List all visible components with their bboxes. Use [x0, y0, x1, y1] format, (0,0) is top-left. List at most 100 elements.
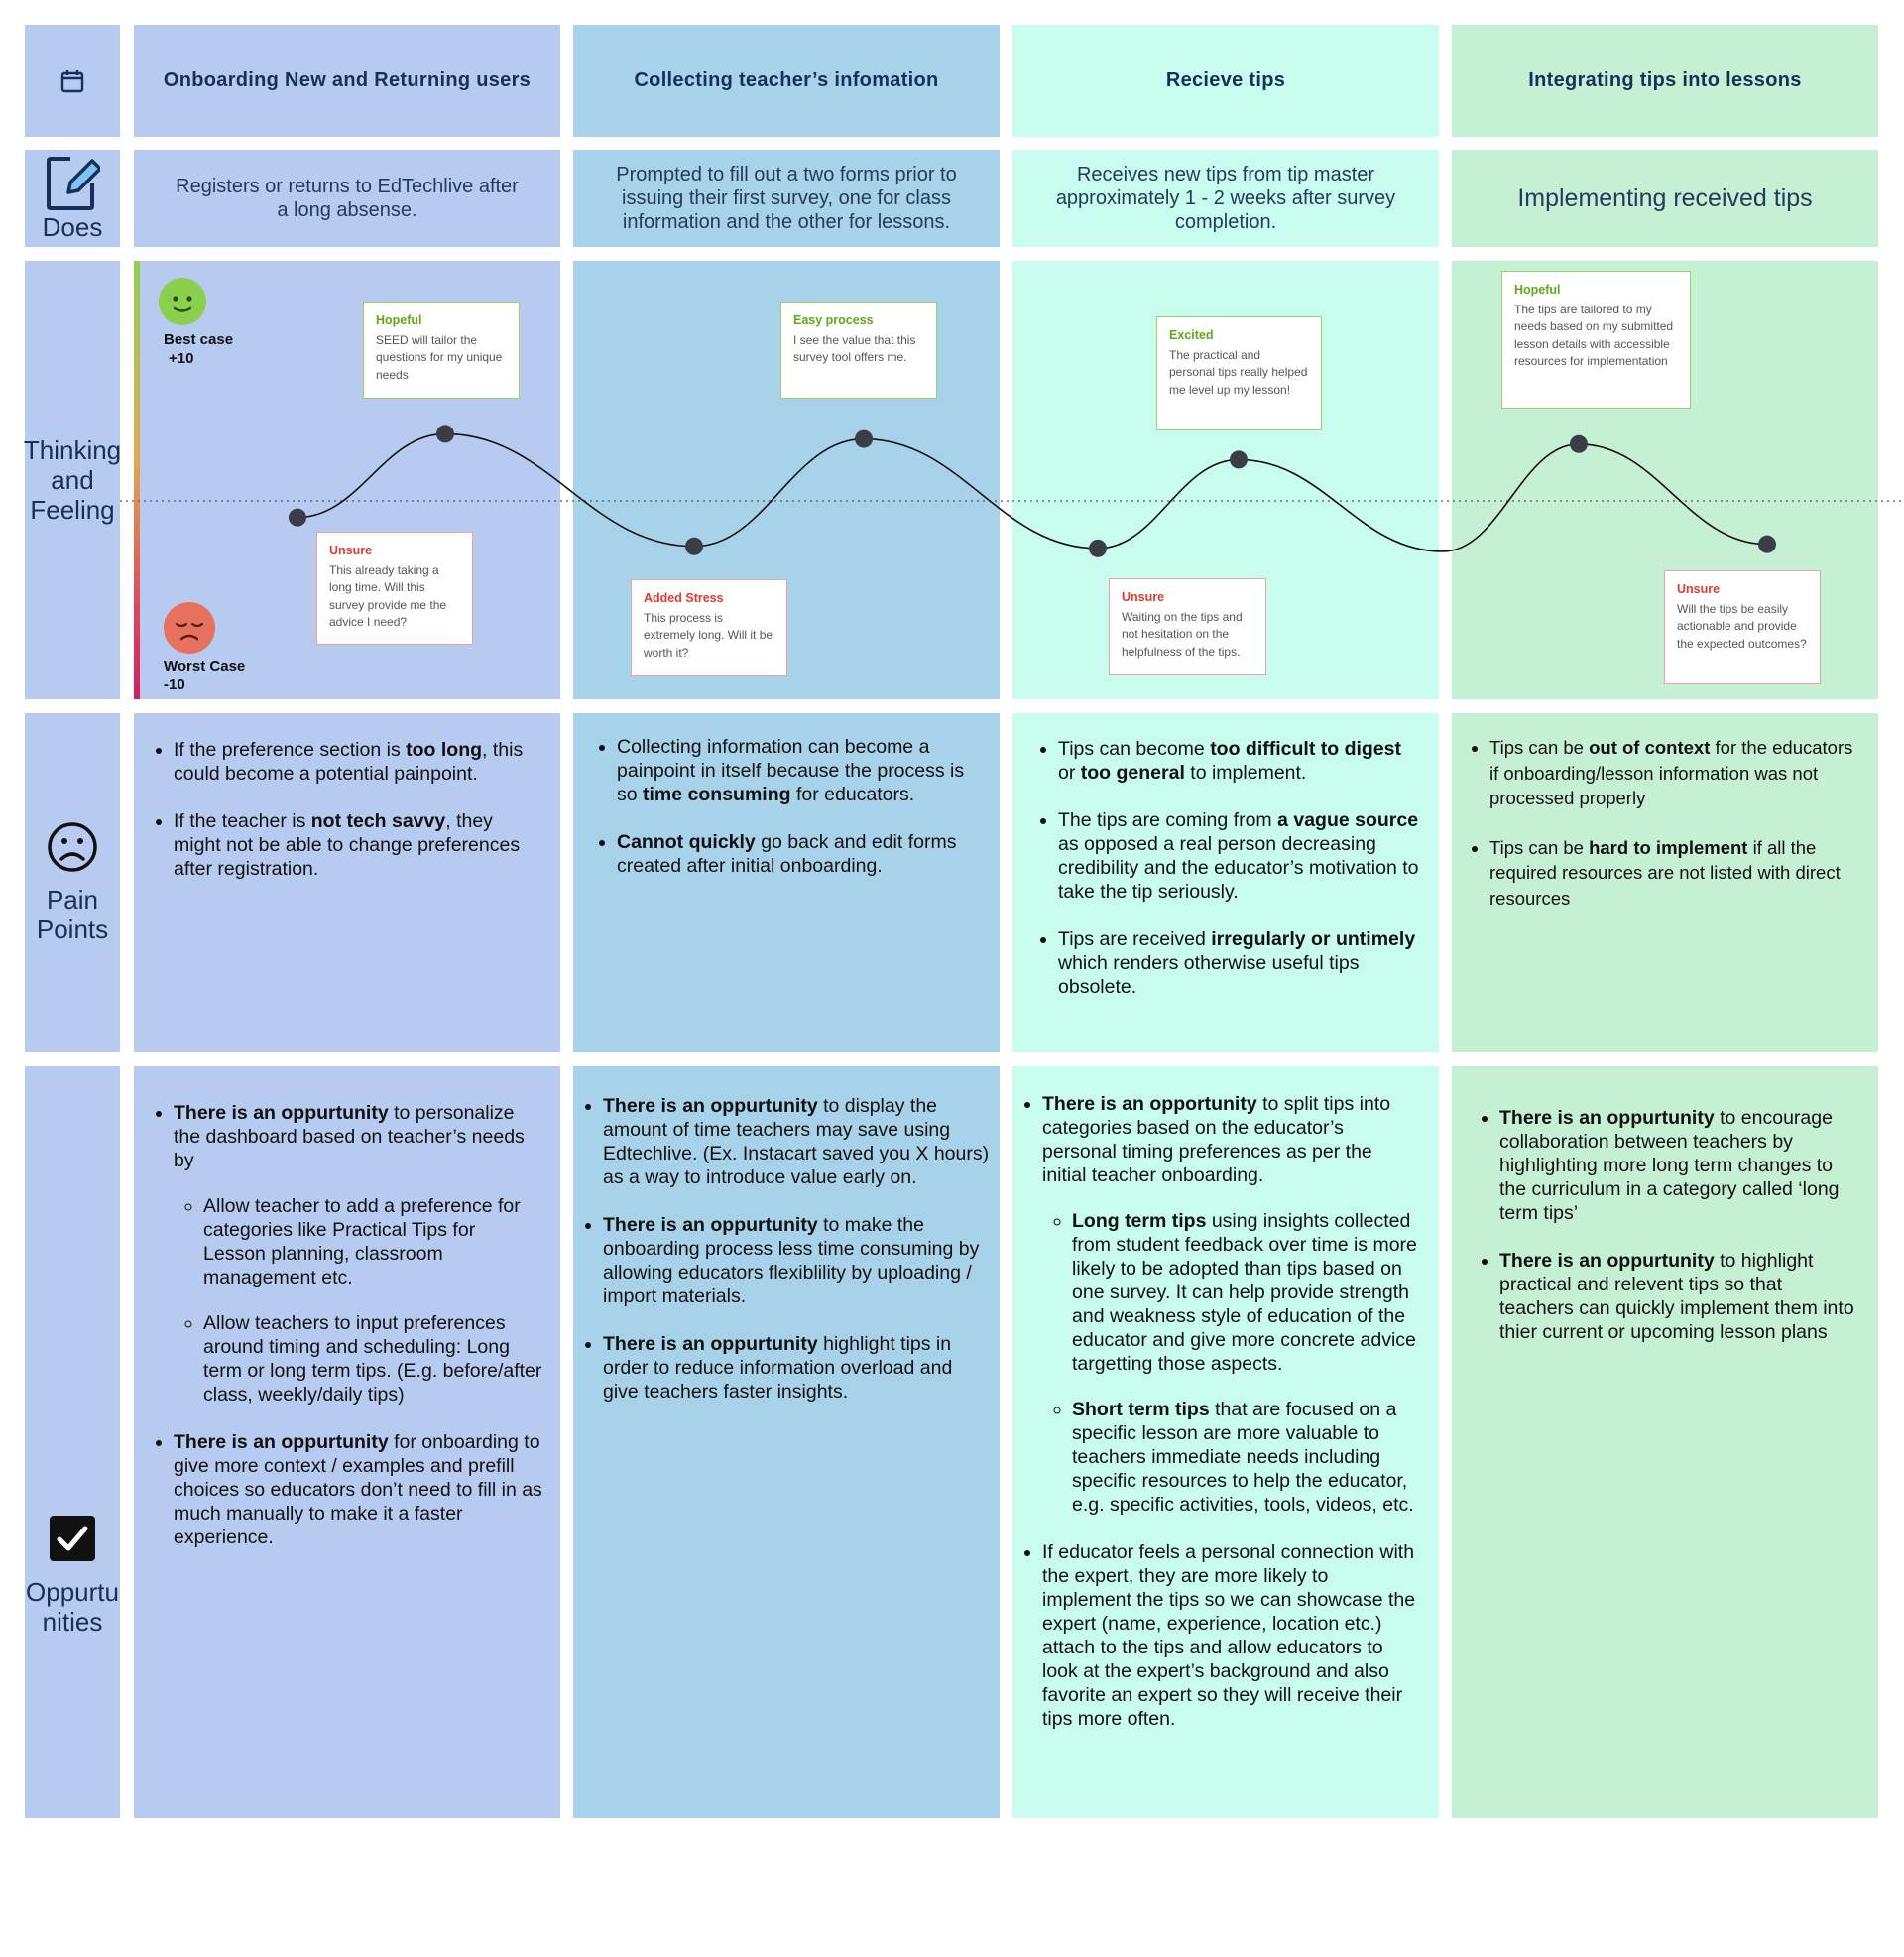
worst-case-text: Worst Case: [164, 658, 246, 674]
note-title: Unsure: [329, 544, 373, 557]
opportunity-subtext: that are focused on a specific lesson ar…: [1072, 1399, 1414, 1516]
note-text: The tips are tailored to my needs based …: [1514, 302, 1674, 369]
sad-face-scale-icon: [164, 602, 215, 654]
pain-point-text: time consuming: [643, 784, 791, 805]
pain-point-text: too long: [406, 739, 483, 761]
note-text: SEED will tailor the questions for my un…: [376, 332, 503, 382]
opportunity-subtext: Allow teachers to input preferences arou…: [203, 1312, 542, 1406]
emotion-note: Unsure This already taking a long time. …: [316, 532, 473, 645]
opportunity-sublead: Short term tips: [1072, 1399, 1210, 1420]
pain-point-item: Tips can be hard to implement if all the…: [1489, 835, 1860, 912]
stage-title-1: Onboarding New and Returning users: [134, 25, 560, 137]
stage-title-4: Integrating tips into lessons: [1452, 25, 1878, 137]
does-label-cell: Does: [25, 150, 120, 247]
emotion-note: Unsure Waiting on the tips and not hesit…: [1109, 578, 1266, 675]
pain-cell-4: Tips can be out of context for the educa…: [1452, 713, 1878, 1052]
opportunity-text: to make the onboarding process less time…: [603, 1214, 980, 1307]
pain-point-text: Tips can become: [1058, 738, 1211, 760]
note-title: Hopeful: [1514, 283, 1561, 297]
note-text: Will the tips be easily actionable and p…: [1677, 601, 1807, 651]
does-text-1: Registers or returns to EdTechlive after…: [134, 150, 560, 247]
worst-case-label: Worst Case -10: [164, 657, 245, 694]
pain-point-text: too general: [1080, 762, 1185, 784]
pain-cell-1: If the preference section is too long, t…: [134, 713, 560, 1052]
opportunity-item: There is an oppurtunity to make the onbo…: [603, 1213, 990, 1308]
pain-label-line: Points: [36, 915, 109, 944]
pain-point-item: If the preference section is too long, t…: [174, 738, 542, 786]
pain-point-text: The tips are coming from: [1058, 809, 1278, 831]
opportunity-lead: There is an oppurtunity: [603, 1095, 818, 1117]
opportunities-label-cell: Oppurtu nities: [25, 1066, 120, 1818]
opportunity-text: If educator feels a personal connection …: [1042, 1541, 1416, 1730]
opportunity-text: to highlight practical and relevent tips…: [1499, 1250, 1854, 1343]
pain-point-text: Tips are received: [1058, 928, 1212, 950]
does-label: Does: [42, 212, 103, 242]
does-text-2: Prompted to fill out a two forms prior t…: [573, 150, 1000, 247]
opportunity-text: for onboarding to give more context / ex…: [174, 1431, 542, 1548]
pain-point-text: as opposed a real person decreasing cred…: [1058, 833, 1419, 903]
opportunity-subitem: Long term tips using insights collected …: [1072, 1209, 1421, 1376]
pain-point-text: for the educators if onboarding/lesson i…: [1489, 737, 1853, 808]
emotion-note: Added Stress This process is extremely l…: [631, 579, 787, 676]
thinking-label-cell: Thinking and Feeling: [23, 261, 122, 699]
sad-face-icon: [48, 822, 97, 872]
opportunity-item: If educator feels a personal connection …: [1042, 1540, 1421, 1731]
opportunity-subtext: using insights collected from student fe…: [1072, 1210, 1417, 1375]
note-title: Added Stress: [644, 591, 724, 605]
pain-point-text: Cannot quickly: [617, 831, 756, 853]
pain-point-text: if all the required resources are not li…: [1489, 836, 1841, 909]
opportunity-subitem: Allow teacher to add a preference for ca…: [203, 1194, 542, 1289]
opportunity-subitem: Allow teachers to input preferences arou…: [203, 1311, 542, 1407]
does-text-3: Receives new tips from tip master approx…: [1012, 150, 1439, 247]
opp-cell-1: There is an oppurtunity to personalize t…: [134, 1066, 560, 1818]
note-text: This already taking a long time. Will th…: [329, 562, 447, 630]
pain-point-item: Cannot quickly go back and edit forms cr…: [617, 830, 982, 878]
pain-point-item: Tips can be out of context for the educa…: [1489, 735, 1860, 811]
pain-point-item: Collecting information can become a pain…: [617, 735, 982, 806]
emotion-note: Easy process I see the value that this s…: [780, 302, 937, 399]
pain-point-text: not tech savvy: [310, 810, 446, 832]
pain-label-cell: Pain Points: [25, 713, 120, 1052]
pain-point-text: , they might not be able to change prefe…: [174, 810, 521, 880]
pain-point-text: out of context: [1589, 737, 1711, 758]
opportunity-text: to personalize the dashboard based on te…: [174, 1102, 525, 1171]
pain-point-text: which renders otherwise useful tips obso…: [1058, 952, 1360, 998]
pain-point-text: Tips can be: [1489, 737, 1590, 758]
pain-point-text: or: [1058, 762, 1081, 784]
opportunity-item: There is an oppurtunity to personalize t…: [174, 1101, 542, 1407]
pain-point-text: Collecting information can become a pain…: [617, 736, 965, 805]
emotion-note: Unsure Will the tips be easily actionabl…: [1664, 570, 1821, 684]
opp-cell-2: There is an oppurtunity to display the a…: [573, 1066, 1000, 1818]
opportunity-item: There is an oppurtunity to encourage col…: [1499, 1106, 1860, 1225]
emotion-gradient-bar: [134, 261, 140, 699]
thinking-label-line: Feeling: [30, 495, 115, 525]
opp-cell-3: There is an opportunity to split tips in…: [1012, 1066, 1439, 1818]
thinking-label-line: Thinking: [23, 435, 122, 465]
edit-note-icon: [47, 157, 100, 210]
opportunity-lead: There is an oppurtunity: [1499, 1107, 1715, 1129]
opportunity-lead: There is an opportunity: [1042, 1093, 1257, 1115]
opportunity-item: There is an oppurtunity to display the a…: [603, 1094, 990, 1189]
pain-point-text: a vague source: [1277, 809, 1419, 831]
note-text: This process is extremely long. Will it …: [644, 610, 774, 660]
note-text: I see the value that this survey tool of…: [793, 332, 916, 365]
pain-point-text: go back and edit forms created after ini…: [617, 831, 957, 877]
opportunity-subitem: Short term tips that are focused on a sp…: [1072, 1398, 1421, 1517]
opportunity-lead: There is an oppurtunity: [174, 1102, 389, 1124]
pain-cell-3: Tips can become too difficult to digest …: [1012, 713, 1439, 1052]
pain-point-text: If the teacher is: [174, 810, 311, 832]
note-text: Waiting on the tips and not hesitation o…: [1122, 609, 1243, 659]
pain-point-text: , this could become a potential painpoin…: [174, 739, 524, 785]
opportunity-item: There is an oppurtunity to highlight pra…: [1499, 1249, 1860, 1344]
opp-label-line: Oppurtu: [26, 1577, 119, 1607]
happy-face-icon: [159, 278, 206, 325]
opportunity-text: highlight tips in order to reduce inform…: [603, 1333, 953, 1403]
pain-point-item: Tips can become too difficult to digest …: [1058, 737, 1421, 785]
best-case-text: Best case: [164, 331, 234, 348]
note-title: Hopeful: [376, 313, 422, 327]
opportunity-subtext: Allow teacher to add a preference for ca…: [203, 1195, 521, 1288]
opp-label-line: nities: [42, 1607, 103, 1637]
thinking-label-line: and: [51, 465, 94, 495]
opp-cell-4: There is an oppurtunity to encourage col…: [1452, 1066, 1878, 1818]
note-title: Easy process: [793, 313, 874, 327]
